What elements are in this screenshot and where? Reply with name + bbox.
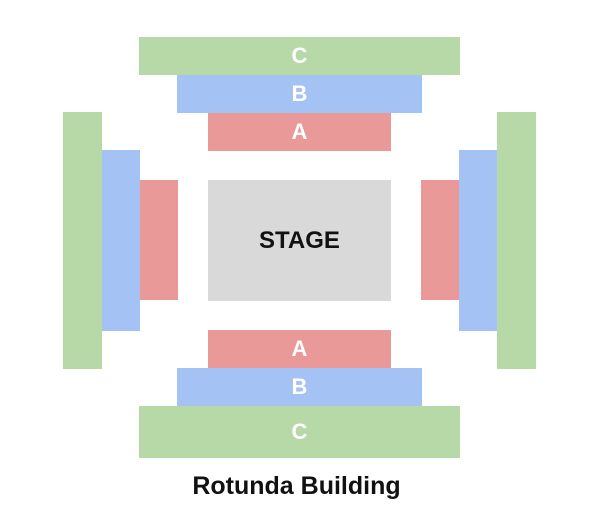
section-left-b[interactable] [102, 150, 140, 331]
section-right-b[interactable] [459, 150, 497, 331]
section-bottom-b[interactable]: B [177, 368, 422, 406]
section-bottom-c[interactable]: C [139, 406, 460, 458]
stage: STAGE [208, 180, 391, 301]
venue-title: Rotunda Building [192, 472, 401, 500]
section-left-c[interactable] [63, 112, 102, 369]
section-bottom-a[interactable]: A [208, 330, 391, 368]
section-left-a[interactable] [140, 180, 178, 300]
section-right-c[interactable] [497, 112, 536, 369]
section-top-c[interactable]: C [139, 37, 460, 75]
section-top-a[interactable]: A [208, 113, 391, 151]
section-top-b[interactable]: B [177, 75, 422, 113]
section-right-a[interactable] [421, 180, 459, 300]
